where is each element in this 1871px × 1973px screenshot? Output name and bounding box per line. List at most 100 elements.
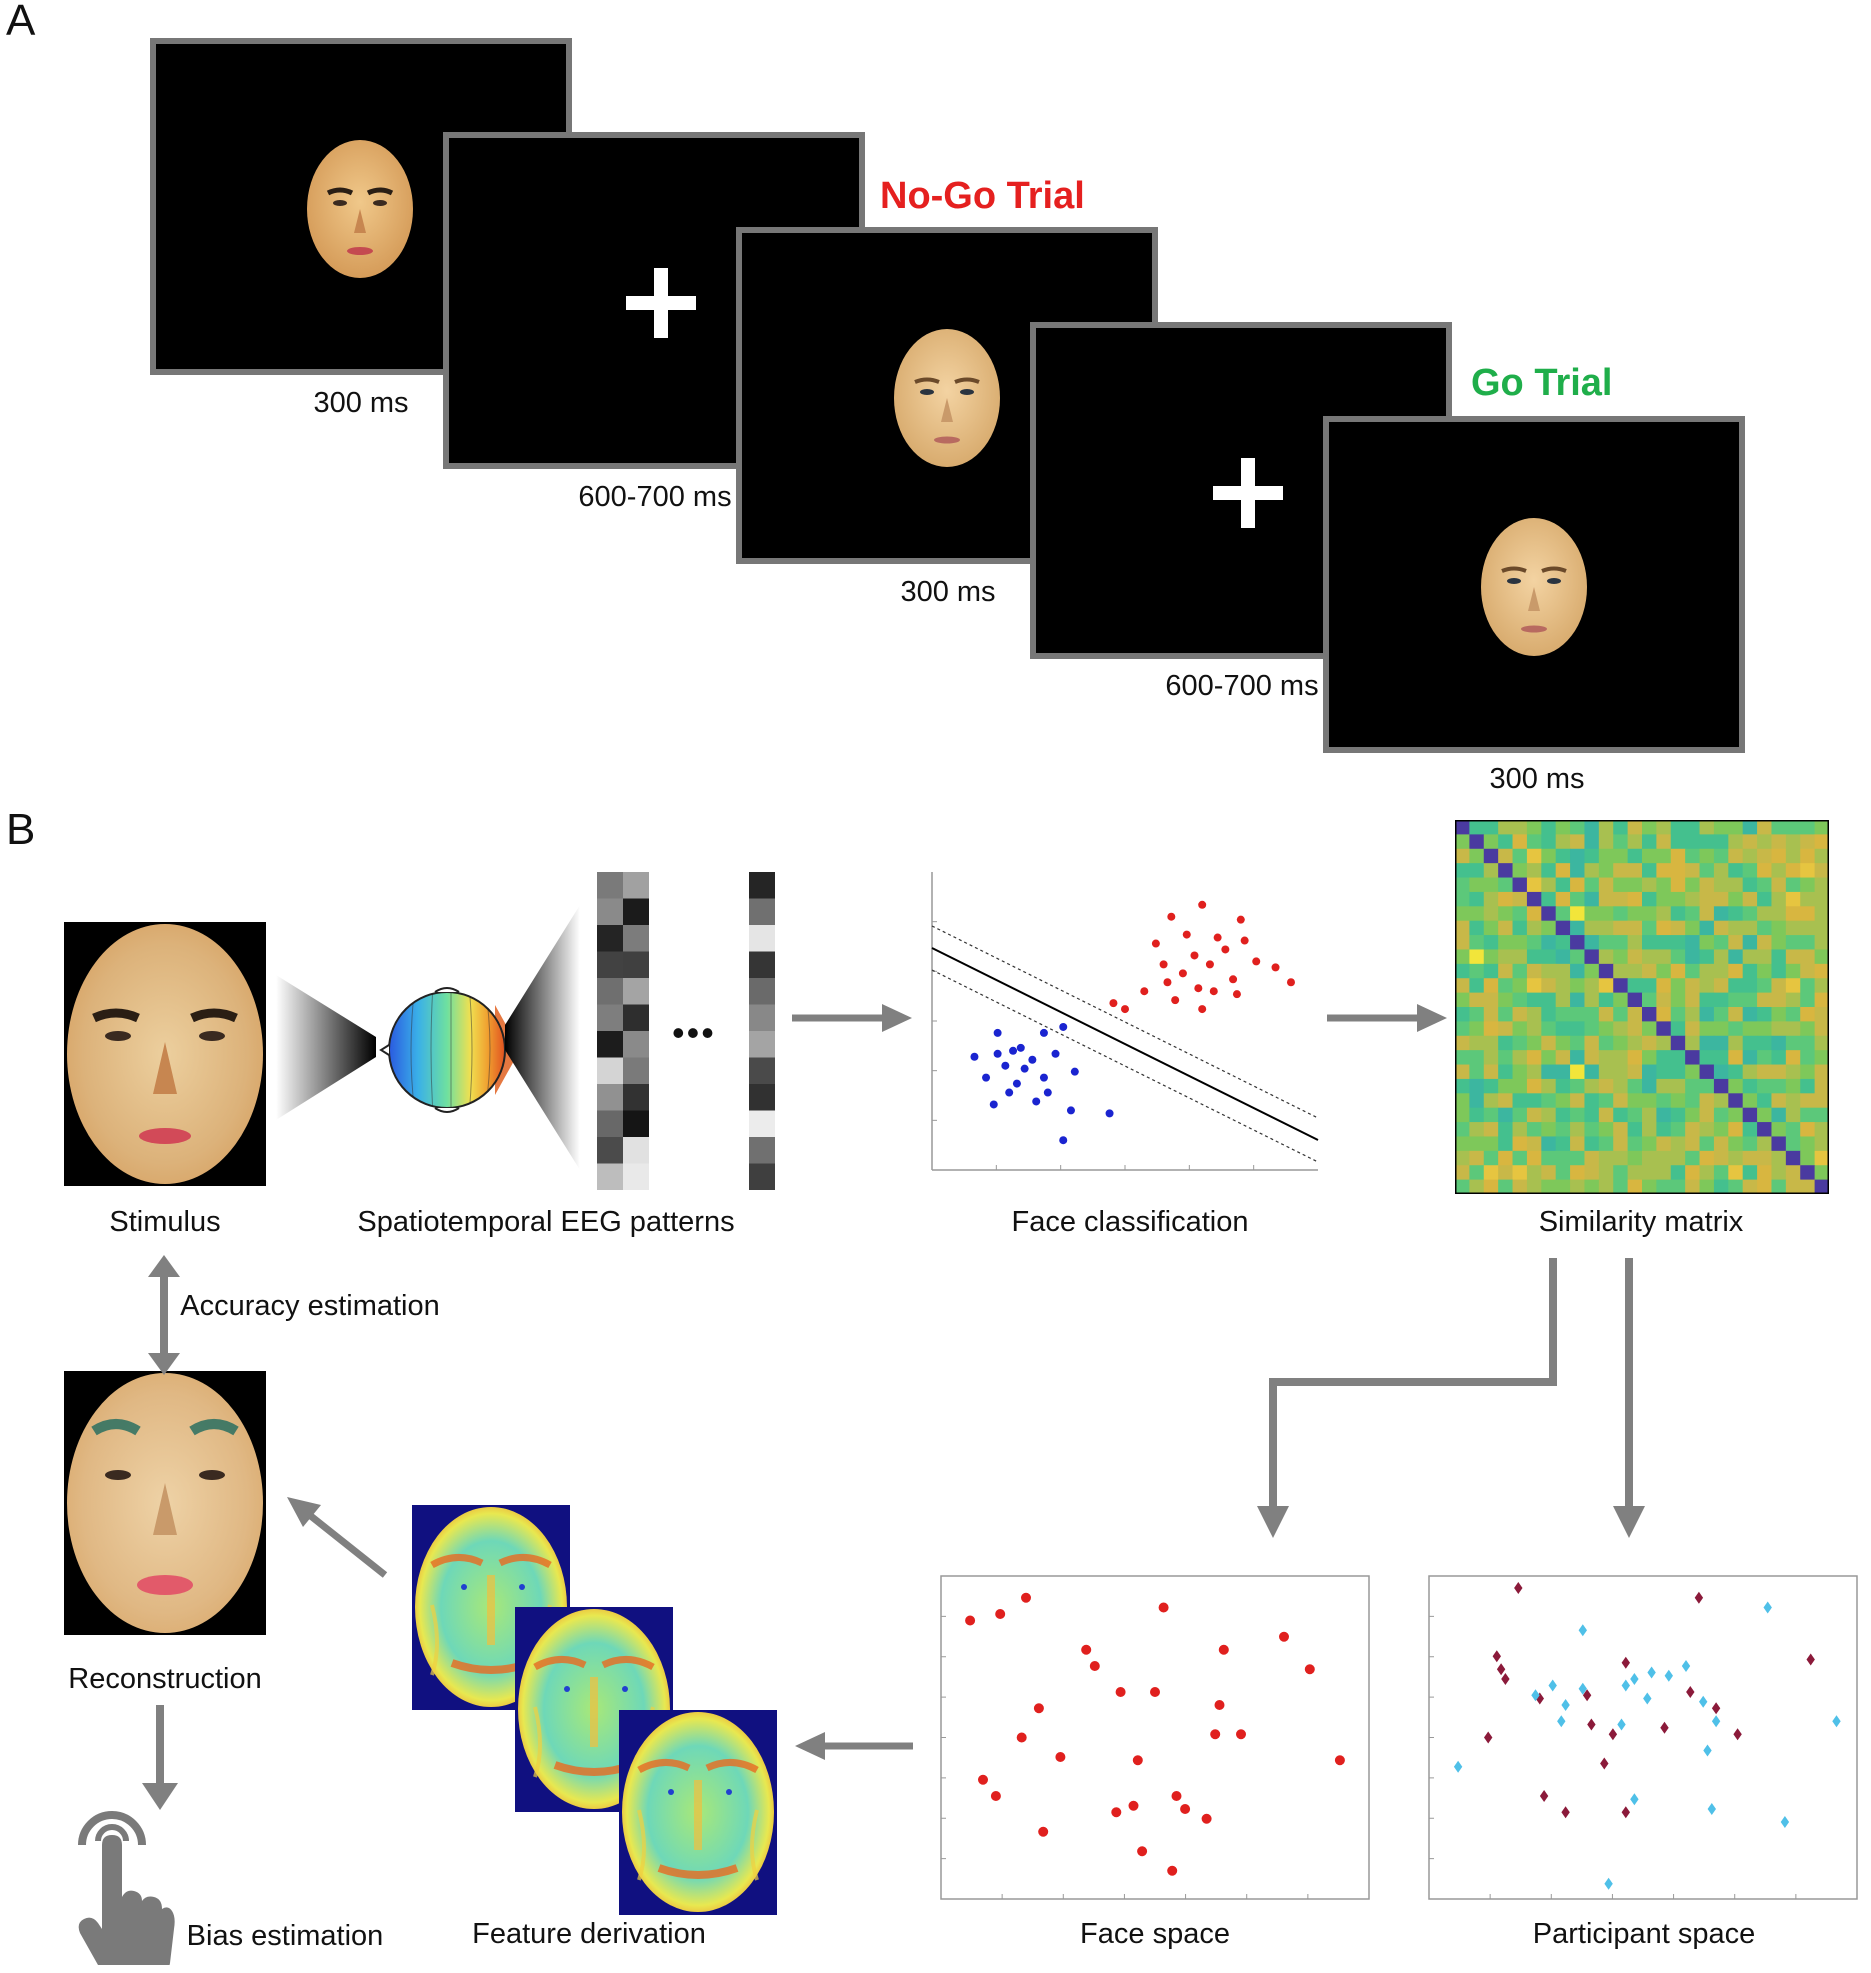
similarity-cell-3-16: [1670, 848, 1686, 864]
similarity-cell-1-7: [1541, 820, 1557, 835]
similarity-cell-20-16: [1670, 1093, 1686, 1109]
similarity-cell-13-23: [1771, 992, 1787, 1008]
similarity-cell-15-4: [1498, 1021, 1514, 1037]
similarity-cell-6-24: [1785, 891, 1801, 907]
participant-point-dark-10: [1686, 1686, 1695, 1698]
similarity-cell-5-13: [1627, 877, 1643, 893]
participant-point-light-20: [1630, 1793, 1639, 1806]
similarity-cell-22-16: [1670, 1122, 1686, 1137]
similarity-cell-20-22: [1757, 1093, 1772, 1109]
similarity-cell-23-9: [1570, 1136, 1585, 1152]
eeg-cell-3-4: [749, 951, 775, 978]
similarity-cell-2-5: [1512, 834, 1528, 850]
similarity-cell-7-11: [1598, 906, 1614, 922]
similarity-cell-24-7: [1541, 1150, 1557, 1166]
face-space-point-28: [1137, 1846, 1148, 1857]
similarity-cell-13-4: [1498, 992, 1514, 1008]
similarity-cell-14-7: [1541, 1007, 1557, 1022]
similarity-cell-21-19: [1713, 1107, 1729, 1123]
similarity-cell-6-7: [1541, 891, 1557, 907]
eeg-cell-3-1: [749, 872, 775, 899]
eeg-cell-2-4: [623, 951, 649, 978]
similarity-matrix-heatmap[interactable]: [1455, 820, 1829, 1194]
similarity-cell-18-15: [1656, 1064, 1672, 1080]
similarity-cell-21-26: [1814, 1107, 1829, 1123]
similarity-cell-9-17: [1685, 935, 1701, 950]
similarity-cell-2-15: [1656, 834, 1672, 850]
classification-point-blue-12: [1070, 1067, 1079, 1076]
similarity-cell-4-16: [1670, 863, 1686, 879]
similarity-cell-7-21: [1742, 906, 1758, 922]
similarity-cell-19-9: [1570, 1078, 1585, 1094]
participant-space-plot[interactable]: [1428, 1575, 1858, 1900]
similarity-cell-17-14: [1642, 1050, 1657, 1066]
similarity-cell-1-15: [1656, 820, 1672, 835]
similarity-cell-25-24: [1785, 1165, 1801, 1181]
similarity-cell-16-14: [1642, 1035, 1657, 1051]
similarity-cell-4-13: [1627, 863, 1643, 879]
similarity-cell-2-11: [1598, 834, 1614, 850]
eeg-cell-1-7: [597, 1031, 623, 1058]
eeg-pattern-columns[interactable]: [597, 872, 779, 1192]
similarity-cell-5-19: [1713, 877, 1729, 893]
face-classification-plot[interactable]: [930, 870, 1320, 1172]
similarity-cell-15-18: [1699, 1021, 1715, 1037]
eeg-cell-3-5: [749, 978, 775, 1005]
similarity-cell-24-19: [1713, 1150, 1729, 1166]
bias-label: Bias estimation: [186, 1920, 384, 1952]
face-space-point-14: [1016, 1732, 1027, 1743]
similarity-cell-15-21: [1742, 1021, 1758, 1037]
similarity-cell-24-8: [1555, 1150, 1571, 1166]
similarity-cell-3-26: [1814, 848, 1829, 864]
similarity-cell-25-20: [1728, 1165, 1744, 1181]
similarity-cell-18-12: [1613, 1064, 1629, 1080]
participant-point-dark-20: [1621, 1806, 1630, 1819]
similarity-cell-11-8: [1555, 963, 1571, 979]
similarity-cell-15-24: [1785, 1021, 1801, 1037]
similarity-cell-17-5: [1512, 1050, 1528, 1066]
similarity-cell-7-2: [1469, 906, 1485, 922]
similarity-cell-17-21: [1742, 1050, 1758, 1066]
face-space-plot[interactable]: [940, 1575, 1370, 1900]
similarity-cell-19-20: [1728, 1078, 1744, 1094]
similarity-cell-16-15: [1656, 1035, 1672, 1051]
similarity-cell-4-10: [1584, 863, 1600, 879]
similarity-cell-3-22: [1757, 848, 1772, 864]
similarity-cell-5-4: [1498, 877, 1514, 893]
similarity-cell-25-3: [1483, 1165, 1499, 1181]
similarity-cell-18-2: [1469, 1064, 1485, 1080]
similarity-cell-26-14: [1642, 1179, 1657, 1194]
similarity-cell-24-15: [1656, 1150, 1672, 1166]
similarity-cell-22-10: [1584, 1122, 1600, 1137]
similarity-cell-8-7: [1541, 920, 1557, 936]
similarity-cell-1-23: [1771, 820, 1787, 835]
similarity-cell-26-25: [1800, 1179, 1816, 1194]
similarity-cell-24-6: [1526, 1150, 1542, 1166]
similarity-cell-3-21: [1742, 848, 1758, 864]
similarity-cell-5-21: [1742, 877, 1758, 893]
face-space-point-5: [1279, 1631, 1289, 1642]
similarity-cell-21-3: [1483, 1107, 1499, 1123]
similarity-cell-21-14: [1642, 1107, 1657, 1123]
similarity-cell-2-6: [1526, 834, 1542, 850]
similarity-cell-20-11: [1598, 1093, 1614, 1109]
similarity-cell-20-20: [1728, 1093, 1744, 1109]
face-space-point-6: [1081, 1644, 1092, 1655]
similarity-cell-26-6: [1526, 1179, 1542, 1194]
similarity-cell-7-12: [1613, 906, 1629, 922]
similarity-cell-3-25: [1800, 848, 1816, 864]
similarity-cell-19-16: [1670, 1078, 1686, 1094]
similarity-cell-12-17: [1685, 978, 1701, 994]
similarity-cell-12-11: [1598, 978, 1614, 994]
similarity-cell-22-23: [1771, 1122, 1787, 1137]
similarity-cell-18-9: [1570, 1064, 1585, 1080]
classification-point-blue-17: [1020, 1064, 1029, 1073]
similarity-cell-18-5: [1512, 1064, 1528, 1080]
similarity-cell-6-11: [1598, 891, 1614, 907]
similarity-cell-19-1: [1455, 1078, 1470, 1094]
participant-point-dark-7: [1806, 1653, 1815, 1666]
similarity-label: Similarity matrix: [1538, 1206, 1744, 1238]
similarity-cell-6-17: [1685, 891, 1701, 907]
similarity-cell-15-17: [1685, 1021, 1701, 1037]
similarity-cell-21-17: [1685, 1107, 1701, 1123]
